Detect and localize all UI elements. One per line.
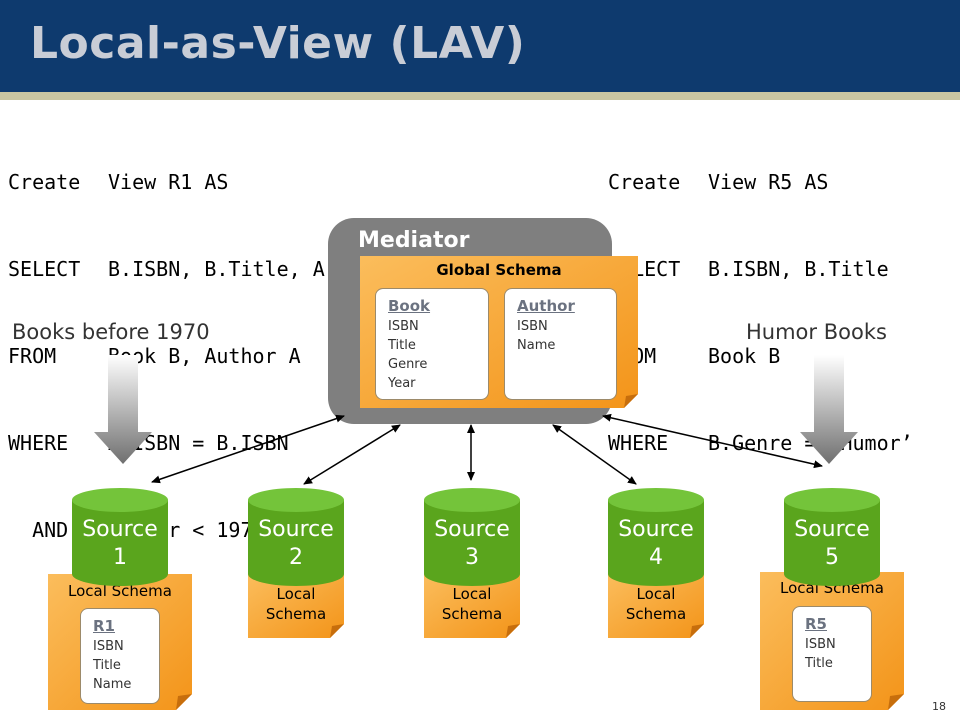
sql-keyword: Create: [8, 170, 81, 194]
cylinder-body: [248, 500, 344, 574]
local-schema-2-shape: [248, 574, 344, 638]
cylinder-top: [784, 488, 880, 512]
local-schema-2-title: Local Schema: [265, 585, 327, 623]
sql-line: Create View R5 AS: [608, 168, 913, 197]
r1-relation: R1 ISBN Title Name: [80, 608, 160, 704]
cylinder-top: [248, 488, 344, 512]
relation-name: R1: [93, 617, 115, 635]
relation-attribute: Year: [388, 376, 416, 391]
relation-name: Author: [517, 297, 575, 315]
cylinder-top: [424, 488, 520, 512]
relation-attribute: ISBN: [388, 319, 419, 334]
local-schema-3-title: Local Schema: [441, 585, 503, 623]
sql-text: View R1 AS: [108, 170, 229, 194]
relation-attribute: Genre: [388, 357, 428, 372]
sql-line: Create View R1 AS: [8, 168, 385, 197]
title-bar: [0, 0, 960, 92]
humor-books-label: Humor Books: [746, 320, 887, 344]
cylinder-body: [608, 500, 704, 574]
relation-name: Book: [388, 297, 431, 315]
local-schema-1-title: Local Schema: [68, 582, 172, 600]
cylinder-body: [784, 500, 880, 574]
local-schema-4-shape: [608, 574, 704, 638]
relation-name: R5: [805, 615, 827, 633]
right-down-arrow: [800, 355, 858, 464]
sql-keyword: Create: [608, 170, 681, 194]
relation-attribute: Name: [93, 677, 132, 692]
cylinder-top: [72, 488, 168, 512]
sql-text: Book B: [708, 344, 781, 368]
r5-relation: R5 ISBN Title: [792, 606, 872, 702]
sql-keyword: FROM: [8, 344, 57, 368]
local-schema-4-title: Local Schema: [625, 585, 687, 623]
sql-keyword: SELECT: [8, 257, 81, 281]
author-relation: Author ISBN Name: [504, 288, 617, 400]
sql-keyword: WHERE: [8, 431, 69, 455]
relation-attribute: Name: [517, 338, 556, 353]
relation-attribute: ISBN: [805, 637, 836, 652]
relation-attribute: Title: [388, 338, 416, 353]
books-before-1970-label: Books before 1970: [12, 320, 210, 344]
slide-title: Local-as-View (LAV): [30, 18, 526, 69]
global-schema-title: Global Schema: [436, 261, 562, 279]
book-relation: Book ISBN Title Genre Year: [375, 288, 489, 400]
cylinder-body: [424, 500, 520, 574]
page-number: 18: [932, 700, 946, 713]
sql-text: View R5 AS: [708, 170, 829, 194]
sql-text: B.ISBN, B.Title: [708, 257, 889, 281]
cylinder-top: [608, 488, 704, 512]
relation-attribute: Title: [93, 658, 121, 673]
connector-arrow: [602, 413, 823, 469]
connector-arrow: [552, 424, 637, 485]
left-down-arrow: [94, 355, 152, 464]
connector-arrow: [303, 424, 401, 485]
title-underline: [0, 92, 960, 100]
cylinder-body: [72, 500, 168, 574]
relation-attribute: ISBN: [93, 639, 124, 654]
mediator-label: Mediator: [358, 228, 470, 253]
sql-keyword: AND: [8, 518, 69, 542]
connector-arrow: [151, 414, 345, 484]
local-schema-3-shape: [424, 574, 520, 638]
relation-attribute: Title: [805, 656, 833, 671]
relation-attribute: ISBN: [517, 319, 548, 334]
